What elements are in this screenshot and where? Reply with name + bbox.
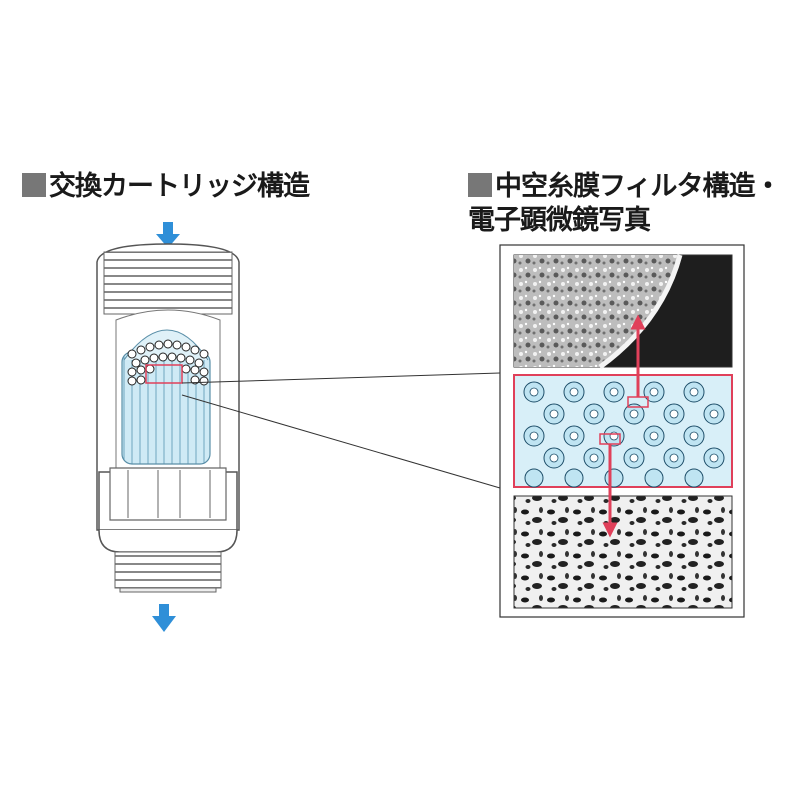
cartridge-structure-heading: 交換カートリッジ構造 [22, 170, 310, 204]
fiber-cross-section [513, 374, 733, 488]
outlet-threads [114, 551, 222, 593]
micrograph-top [513, 254, 733, 370]
filter-structure-heading: 中空糸膜フィルタ構造・ 電子顕微鏡写真 [468, 170, 781, 238]
hollow-fiber-bundle [121, 329, 211, 465]
filter-structure-title-line2: 電子顕微鏡写真 [468, 204, 651, 236]
zoom-region-marker [145, 364, 183, 384]
cartridge-structure-title: 交換カートリッジ構造 [49, 171, 310, 202]
hex-nut [98, 467, 238, 553]
flow-out-arrow-icon [152, 604, 176, 632]
zoom-callout-lines [181, 372, 501, 489]
filter-structure-title-line1: 中空糸膜フィルタ構造・ [495, 171, 781, 202]
micrograph-panel-frame [499, 244, 745, 618]
micrograph-bottom [513, 495, 733, 609]
heading-square-icon [22, 173, 46, 197]
flow-in-arrow-icon [156, 222, 180, 248]
heading-square-icon [468, 173, 492, 197]
